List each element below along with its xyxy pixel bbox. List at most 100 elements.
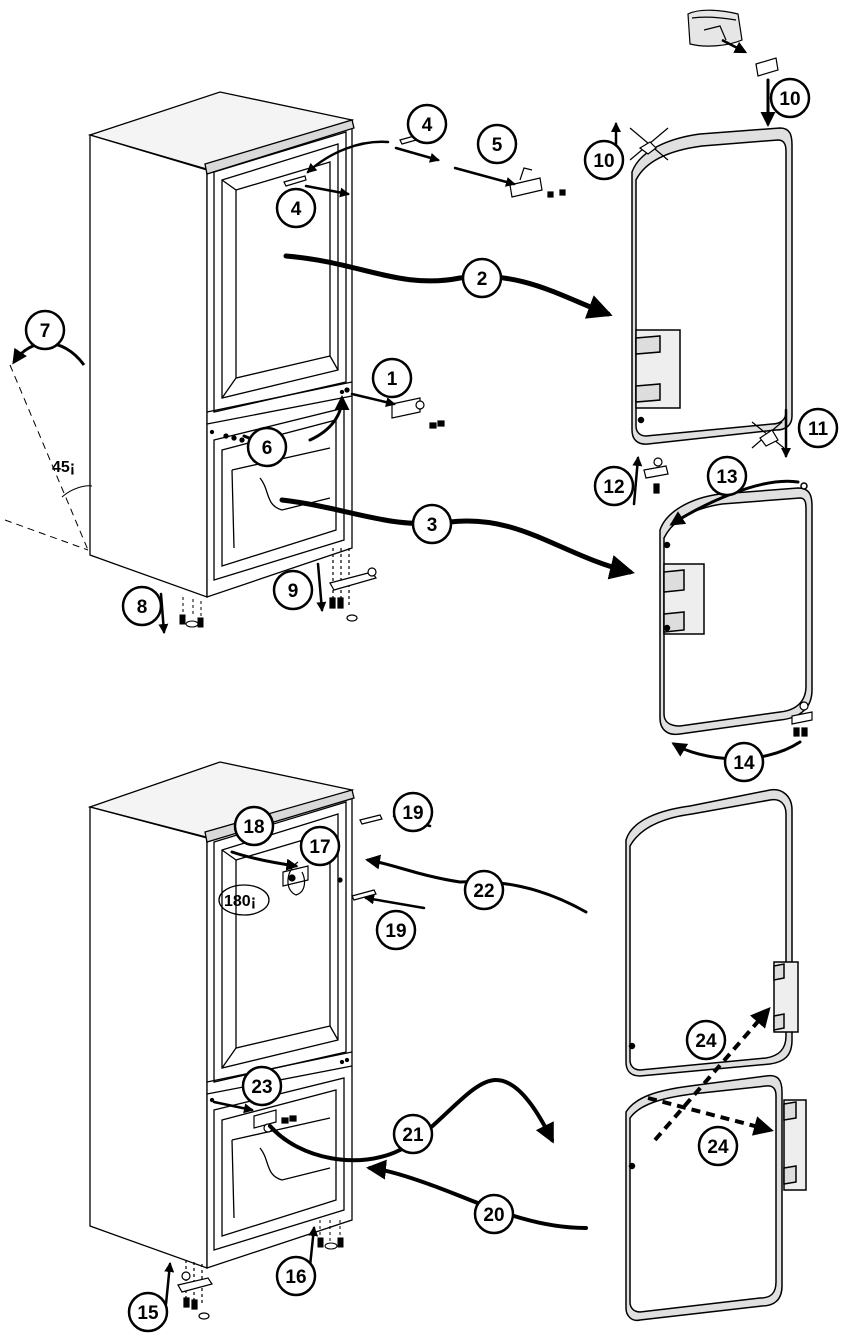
fridge-door-reversed bbox=[625, 788, 799, 1077]
step-number: 16 bbox=[285, 1267, 306, 1288]
step-callout: 23 bbox=[241, 1065, 283, 1107]
step-circle bbox=[411, 503, 453, 545]
tilt-guide-lines bbox=[4, 364, 89, 551]
freezer-door-upper bbox=[659, 482, 813, 736]
step-callout: 1 bbox=[371, 357, 413, 399]
step-number: 6 bbox=[262, 438, 273, 459]
step-callout: 9 bbox=[272, 569, 314, 611]
step-number: 9 bbox=[288, 581, 299, 602]
step-number: 12 bbox=[603, 477, 624, 498]
step-number: 1 bbox=[387, 369, 398, 390]
step-circle bbox=[371, 357, 413, 399]
step-callout: 11 bbox=[797, 407, 839, 449]
step-callout: 17 bbox=[299, 825, 341, 867]
step-callout: 4 bbox=[275, 187, 317, 229]
step-callout: 2 bbox=[461, 257, 503, 299]
rotate-angle-label: 180¡ bbox=[224, 893, 256, 910]
step-number: 8 bbox=[137, 597, 148, 618]
step-number: 24 bbox=[695, 1031, 717, 1052]
step-circle bbox=[706, 455, 748, 497]
top-hinge-mounted bbox=[282, 861, 309, 896]
step-circle bbox=[275, 187, 317, 229]
step-number: 14 bbox=[733, 753, 755, 774]
step-number: 4 bbox=[291, 199, 302, 220]
step-circle bbox=[463, 869, 505, 911]
step-circle bbox=[275, 1255, 317, 1297]
step-circle bbox=[121, 585, 163, 627]
step-callout: 14 bbox=[723, 741, 765, 783]
step-callout: 7 bbox=[24, 309, 66, 351]
door-hinge-part-12 bbox=[643, 457, 669, 494]
step-number: 17 bbox=[309, 837, 330, 858]
accessory-bag-icon bbox=[687, 9, 748, 54]
middle-hinge-bracket bbox=[391, 397, 445, 429]
step-circle bbox=[233, 805, 275, 847]
step-circle bbox=[375, 909, 417, 951]
bottom-hinge-mounted bbox=[177, 1260, 213, 1320]
step-number: 3 bbox=[427, 515, 438, 536]
step-number: 10 bbox=[779, 89, 800, 110]
step-circle bbox=[392, 1113, 434, 1155]
step-callout: 12 bbox=[593, 465, 635, 507]
freezer-door-reversed bbox=[625, 1074, 807, 1322]
handle-swap-arrows bbox=[647, 1006, 774, 1142]
step-number: 5 bbox=[492, 135, 503, 156]
fridge-cabinet-top bbox=[87, 91, 355, 598]
cabinet-foot-screws-left bbox=[179, 597, 204, 628]
step-number: 21 bbox=[402, 1125, 424, 1146]
step-circle bbox=[406, 103, 448, 145]
tilt-angle-label: 45¡ bbox=[52, 459, 75, 476]
top-hinge-bracket bbox=[509, 167, 566, 198]
step-callout: 16 bbox=[275, 1255, 317, 1297]
crossed-out-part-top bbox=[629, 127, 669, 161]
step-callout: 24 bbox=[697, 1125, 739, 1167]
bottom-hinge-removed bbox=[329, 548, 377, 622]
step-callout: 20 bbox=[473, 1193, 515, 1235]
step-circle bbox=[461, 257, 503, 299]
step-circle bbox=[299, 825, 341, 867]
step-callout: 4 bbox=[406, 103, 448, 145]
rotate-angle-badge bbox=[218, 884, 270, 916]
step-callout: 19 bbox=[375, 909, 417, 951]
step-callout: 24 bbox=[685, 1019, 727, 1061]
step-number: 20 bbox=[483, 1205, 504, 1226]
step-circle bbox=[127, 1291, 169, 1333]
step-circle bbox=[685, 1019, 727, 1061]
step-callout: 21 bbox=[392, 1113, 434, 1155]
step-circle bbox=[723, 741, 765, 783]
fridge-door-upper bbox=[631, 127, 793, 445]
step-circle bbox=[476, 123, 518, 165]
step-number: 18 bbox=[243, 817, 264, 838]
step-circle bbox=[473, 1193, 515, 1235]
middle-hinge-mounted bbox=[253, 1109, 297, 1133]
step-circle bbox=[593, 465, 635, 507]
step-number: 23 bbox=[251, 1077, 272, 1098]
step-callout: 8 bbox=[121, 585, 163, 627]
hinge-cover-cap bbox=[755, 57, 779, 77]
step-number: 24 bbox=[707, 1137, 729, 1158]
step-callout: 10 bbox=[769, 77, 811, 119]
tilt-angle-arc bbox=[61, 485, 93, 498]
step-callout: 6 bbox=[246, 426, 288, 468]
step-circle bbox=[583, 139, 625, 181]
step-number: 19 bbox=[402, 803, 423, 824]
step-number: 13 bbox=[716, 467, 737, 488]
step-number: 22 bbox=[473, 881, 494, 902]
crossed-out-part-bottom bbox=[751, 421, 785, 449]
step-number: 11 bbox=[808, 419, 829, 440]
step-number: 19 bbox=[385, 921, 406, 942]
step-number: 15 bbox=[137, 1303, 159, 1324]
step-number: 2 bbox=[477, 269, 488, 290]
step-callout: 18 bbox=[233, 805, 275, 847]
step-callout: 13 bbox=[706, 455, 748, 497]
step-number: 10 bbox=[593, 151, 614, 172]
step-callout: 3 bbox=[411, 503, 453, 545]
step-circle bbox=[246, 426, 288, 468]
fridge-cabinet-bottom bbox=[87, 761, 355, 1269]
step-number: 4 bbox=[422, 115, 433, 136]
step-circle bbox=[769, 77, 811, 119]
step-circle bbox=[697, 1125, 739, 1167]
step-callout: 22 bbox=[463, 869, 505, 911]
step-callout: 5 bbox=[476, 123, 518, 165]
